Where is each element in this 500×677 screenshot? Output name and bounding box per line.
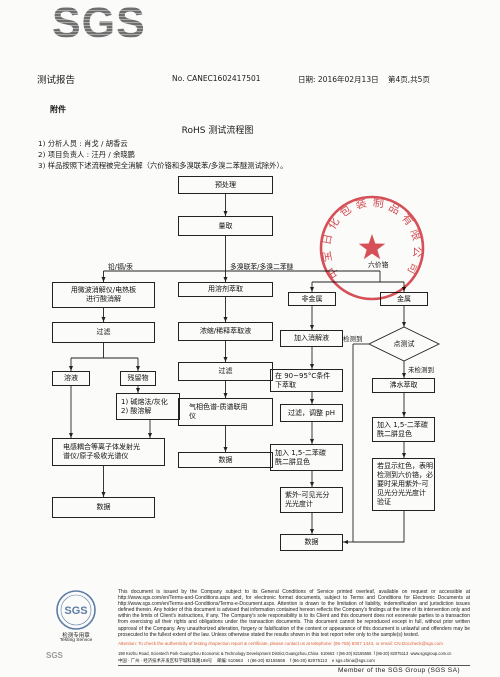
- metal-color-development-box: 加入 1,5-二苯碳 酰二肼显色: [372, 417, 435, 442]
- branch-label-brominated: 多溴联苯/多溴二苯醚: [230, 263, 294, 271]
- add-digestion-solution-box: 加入消解液: [280, 330, 343, 347]
- uv-vis-box: 紫外-可见光分 光光度计: [280, 487, 343, 513]
- solvent-extraction-box: 用溶剂萃取: [178, 282, 273, 297]
- non-metal-color-development-box: 加入 1,5-二苯碳 酰二肼显色: [270, 444, 343, 471]
- solution-box: 溶液: [52, 371, 90, 386]
- stamp-logo-text: SGS: [64, 605, 87, 617]
- note-analysts: 1) 分析人员 : 肖戈 / 胡香云: [38, 139, 128, 148]
- appendix-heading: 附件: [50, 105, 66, 114]
- brominated-filtration-box: 过滤: [178, 362, 273, 381]
- legal-disclaimer: This document is issued by the Company s…: [118, 589, 470, 638]
- small-sgs-logo: SGS: [46, 651, 63, 660]
- not-detected-label: 未检测到: [408, 366, 434, 374]
- filter-adjust-ph-box: 过滤，调整 pH: [280, 404, 343, 422]
- flowchart-title: RoHS 测试流程图: [181, 126, 254, 136]
- address-chinese: 中国 · 广州 · 经济技术开发区科学城科珠路198号 邮编: 510663 t…: [118, 658, 375, 663]
- seal-ring: [319, 195, 425, 301]
- report-label: 测试报告: [37, 75, 76, 86]
- flow-line: [353, 511, 405, 543]
- residue-box: 残留物: [120, 371, 156, 386]
- address-english: 198 Kezhu Road, Scientech Park Guangzhou…: [118, 651, 452, 656]
- stamp-label-cn: 检测专用章: [62, 633, 90, 639]
- residue-treatment-box: 1) 碱熔法/灰化 2) 酸溶解: [116, 393, 180, 420]
- page-indicator: 第4页,共5页: [388, 75, 430, 84]
- metals-data-box: 数据: [52, 497, 155, 518]
- stamp-label-en: Testing Service: [59, 638, 93, 643]
- footer-divider: [118, 665, 470, 666]
- spot-test-label: 点测试: [393, 340, 415, 348]
- concentration-box: 浓缩/稀释萃取液: [178, 322, 273, 341]
- detected-label: 检测到: [343, 335, 363, 343]
- report-number: No. CANEC1602417501: [172, 74, 261, 83]
- authenticity-notice: Attention: To check the authenticity of …: [118, 641, 443, 646]
- note-digestion: 3) 样品按照下述流程被完全消解（六价铬和多溴联苯/多溴二苯醚测试除外）。: [38, 161, 288, 170]
- pretreatment-box: 预处理: [178, 176, 273, 194]
- seal-star-icon: [358, 234, 386, 260]
- brominated-data-box: 数据: [178, 452, 273, 468]
- hot-extraction-box: 在 90~95°C条件 下萃取: [270, 369, 343, 392]
- branch-label-hexavalent-chromium: 六价铬: [368, 261, 389, 269]
- note-project-lead: 2) 项目负责人 : 汪丹 / 余晓鹏: [38, 150, 135, 159]
- icp-aas-box: 电感耦合等离子体发射光 谱仪/原子吸收光谱仪: [52, 438, 165, 466]
- testing-service-stamp-icon: SGS: [56, 590, 96, 630]
- boiling-water-extraction-box: 沸水萃取: [372, 378, 435, 393]
- branch-label-heavy-metals: 铅/镉/汞: [108, 263, 133, 271]
- red-color-verification-box: 若显示红色，表明 检测到六价铬，必 要时采用紫外-可 见光分光光度计 验证: [372, 458, 435, 511]
- sgs-group-membership: Member of the SGS Group (SGS SA): [338, 667, 461, 674]
- acid-digestion-box: 用微波消解仪/电热板 进行酸消解: [52, 282, 155, 308]
- report-date: 日期: 2016年02月13日: [298, 75, 379, 84]
- weighing-box: 量取: [178, 216, 273, 236]
- cr6-data-box: 数据: [280, 534, 343, 551]
- non-metal-box: 非金属: [288, 292, 336, 306]
- sgs-logo: SGS: [52, 0, 146, 47]
- gc-ms-box: 气相色谱-质谱联用 仪: [178, 398, 273, 426]
- metals-filtration-box: 过滤: [52, 322, 155, 343]
